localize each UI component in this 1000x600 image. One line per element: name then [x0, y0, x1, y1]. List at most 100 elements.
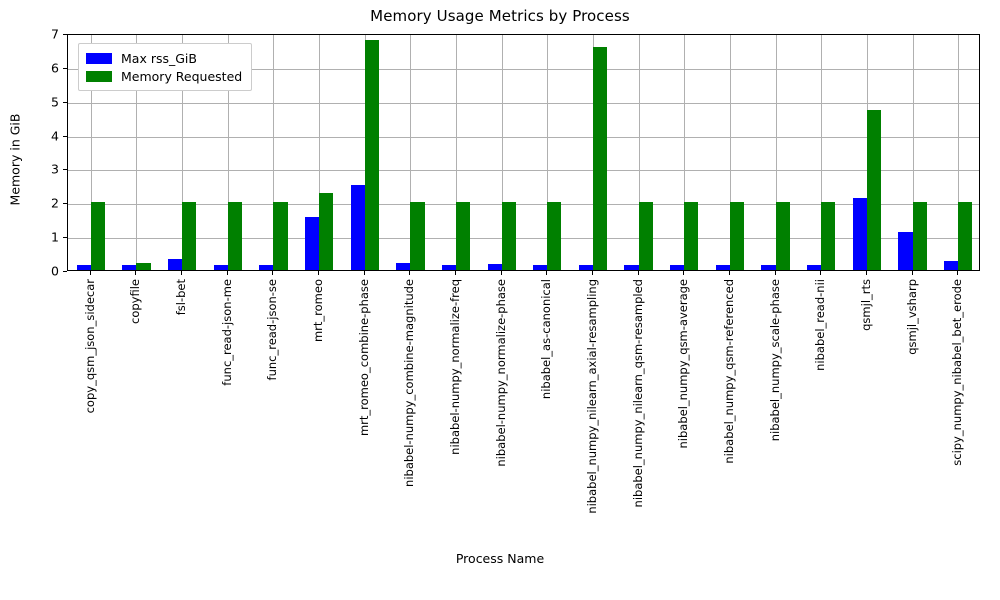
gridline-y-4 — [68, 136, 979, 138]
bar-max-rss-1 — [122, 264, 137, 270]
bar-memory-requested-17 — [866, 109, 882, 270]
bar-max-rss-5 — [304, 216, 320, 270]
x-tick-label-1: copyfile — [128, 234, 149, 324]
gridline-x-8 — [456, 35, 457, 270]
gridline-x-19 — [958, 35, 959, 270]
gridline-x-0 — [91, 35, 92, 270]
bar-memory-requested-9 — [501, 202, 516, 270]
x-tick-label-text: copy_qsm_json_sidecar — [83, 279, 97, 414]
x-tick-mark-7 — [409, 271, 410, 275]
bar-memory-requested-7 — [410, 202, 425, 270]
x-tick-label-text: func_read-json-me — [220, 279, 234, 386]
y-tick-mark-6 — [63, 67, 67, 69]
bar-max-rss-11 — [578, 264, 593, 270]
chart-title: Memory Usage Metrics by Process — [370, 7, 630, 25]
x-tick-label-17: qsmjl_rts — [859, 227, 880, 331]
x-tick-mark-3 — [227, 271, 228, 275]
y-tick-mark-5 — [63, 101, 67, 103]
x-tick-label-text: nibabel_numpy_qsm-referenced — [722, 279, 736, 464]
x-tick-mark-5 — [318, 271, 319, 275]
bar-memory-requested-2 — [182, 202, 197, 270]
x-tick-label-5: mrt_romeo — [311, 216, 332, 342]
x-tick-mark-16 — [820, 271, 821, 275]
bar-memory-requested-19 — [958, 202, 973, 270]
x-tick-label-text: nibabel-numpy_normalize-phase — [494, 279, 508, 467]
x-tick-mark-2 — [181, 271, 182, 275]
x-tick-label-9: nibabel-numpy_normalize-phase — [494, 91, 515, 467]
y-tick-mark-7 — [63, 34, 67, 35]
x-tick-label-6: mrt_romeo_combine-phase — [357, 122, 378, 436]
x-tick-mark-15 — [775, 271, 776, 275]
gridline-y-3 — [68, 170, 979, 172]
gridline-y-5 — [68, 102, 979, 104]
x-tick-label-0: copy_qsm_json_sidecar — [83, 145, 104, 413]
bar-memory-requested-4 — [273, 202, 288, 270]
bar-max-rss-13 — [670, 264, 685, 270]
x-tick-label-8: nibabel-numpy_normalize-freq — [448, 103, 469, 455]
gridline-y-1 — [68, 238, 979, 240]
bar-memory-requested-13 — [684, 202, 699, 270]
bar-memory-requested-16 — [821, 202, 836, 270]
x-tick-label-text: fsl-bet — [174, 279, 188, 316]
x-tick-mark-14 — [729, 271, 730, 275]
bar-memory-requested-8 — [456, 202, 471, 270]
legend-entry-memory-requested: Memory Requested — [86, 67, 242, 85]
x-tick-label-text: copyfile — [128, 279, 142, 324]
y-tick-mark-4 — [63, 135, 67, 137]
bar-max-rss-12 — [624, 264, 639, 270]
legend-label-max-rss: Max rss_GiB — [121, 50, 197, 66]
bar-memory-requested-12 — [638, 202, 653, 270]
bar-memory-requested-11 — [592, 47, 608, 270]
x-tick-label-text: nibabel_as-canonical — [539, 279, 553, 400]
gridline-x-1 — [136, 35, 137, 270]
x-tick-label-19: scipy_numpy_nibabel_bet_erode — [950, 92, 971, 466]
legend-entry-max-rss: Max rss_GiB — [86, 49, 242, 67]
gridline-x-4 — [273, 35, 274, 270]
x-tick-label-15: nibabel_numpy_scale-phase — [768, 117, 789, 441]
x-tick-mark-18 — [912, 271, 913, 275]
x-tick-label-text: nibabel-numpy_normalize-freq — [448, 279, 462, 455]
x-tick-label-2: fsl-bet — [174, 243, 195, 315]
gridline-x-12 — [639, 35, 640, 270]
y-tick-label-4: 4 — [51, 128, 59, 144]
x-tick-label-text: func_read-json-se — [265, 279, 279, 381]
gridline-x-5 — [319, 35, 320, 270]
x-tick-label-14: nibabel_numpy_qsm-referenced — [722, 94, 743, 464]
gridline-y-2 — [68, 204, 979, 206]
x-tick-mark-13 — [683, 271, 684, 275]
plot-area: Max rss_GiB Memory Requested — [67, 34, 980, 271]
bar-max-rss-6 — [350, 184, 365, 270]
gridline-x-9 — [502, 35, 503, 270]
bar-memory-requested-10 — [547, 202, 562, 270]
y-tick-mark-1 — [63, 237, 67, 239]
x-tick-mark-17 — [866, 271, 867, 275]
gridline-x-16 — [821, 35, 822, 270]
bar-max-rss-8 — [441, 264, 456, 270]
legend-label-memory-requested: Memory Requested — [121, 68, 243, 84]
y-tick-label-0: 0 — [51, 263, 59, 279]
x-tick-mark-6 — [364, 271, 365, 275]
x-tick-label-text: scipy_numpy_nibabel_bet_erode — [950, 279, 964, 466]
bar-max-rss-7 — [396, 262, 411, 270]
x-tick-label-10: nibabel_as-canonical — [539, 159, 560, 399]
x-tick-label-text: nibabel_numpy_qsm-average — [676, 279, 690, 449]
gridline-x-7 — [410, 35, 411, 270]
y-tick-label-7: 7 — [51, 26, 59, 42]
x-tick-label-3: func_read-json-me — [220, 172, 241, 386]
x-tick-label-text: qsmjl_rts — [859, 279, 873, 331]
bar-memory-requested-5 — [319, 192, 334, 270]
bar-memory-requested-6 — [364, 40, 379, 270]
legend-swatch-memory-requested-icon — [86, 70, 112, 82]
y-tick-label-3: 3 — [51, 161, 59, 177]
x-tick-mark-19 — [957, 271, 958, 275]
y-tick-label-2: 2 — [51, 195, 59, 211]
gridline-x-14 — [730, 35, 731, 270]
bar-max-rss-15 — [761, 264, 776, 270]
y-tick-mark-3 — [63, 169, 67, 171]
bar-max-rss-16 — [807, 264, 822, 270]
x-tick-label-text: nibabel_numpy_scale-phase — [768, 279, 782, 442]
y-tick-label-5: 5 — [51, 94, 59, 110]
x-tick-label-text: qsmjl_vsharp — [905, 279, 919, 355]
bar-max-rss-3 — [213, 264, 228, 270]
